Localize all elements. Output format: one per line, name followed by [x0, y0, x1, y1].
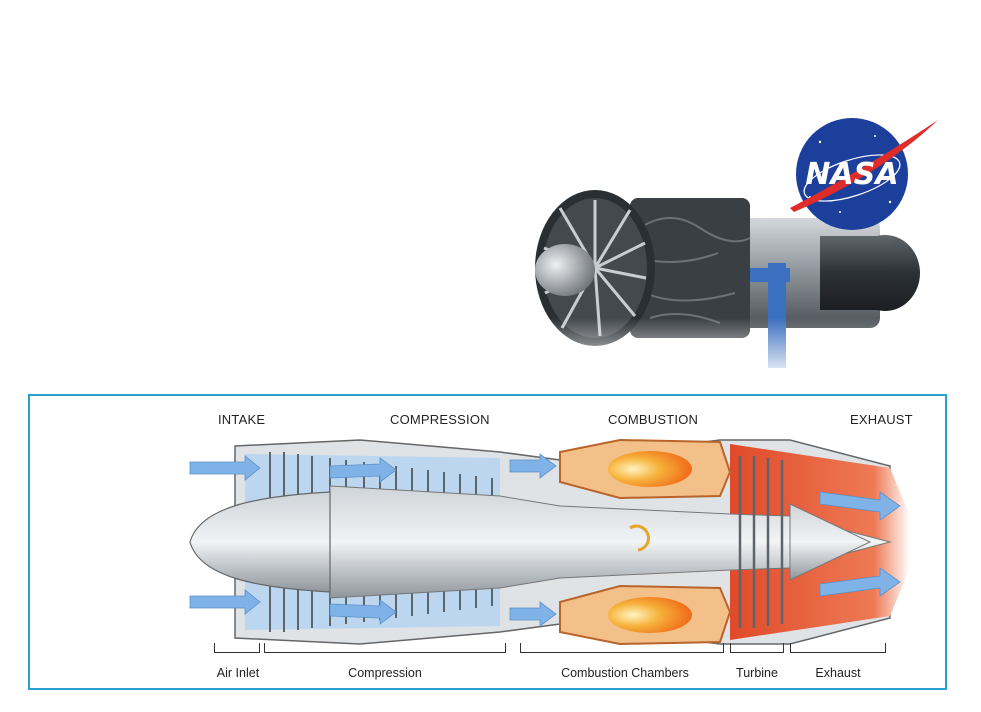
stage-label-exhaust: EXHAUST [850, 412, 913, 427]
bracket-exhaust [790, 643, 886, 653]
stage-label-intake: INTAKE [218, 412, 266, 427]
engine-photo [520, 190, 940, 380]
bracket-turbine [730, 643, 784, 653]
bracket-combustion-chambers [520, 643, 724, 653]
section-label-exhaust: Exhaust [815, 666, 861, 680]
section-label-combustion-chambers: Combustion Chambers [561, 666, 689, 680]
bracket-compression [264, 643, 506, 653]
logo-swoosh [790, 120, 938, 212]
engine-cutaway-diagram [189, 438, 910, 646]
nasa-logo: NASA [790, 118, 938, 230]
stage-label-combustion: COMBUSTION [608, 412, 699, 427]
section-label-air-inlet: Air Inlet [216, 666, 260, 680]
exhaust-cone [789, 503, 872, 581]
bracket-air-inlet [214, 643, 260, 653]
logo-wordmark: NASA [805, 157, 898, 192]
section-label-turbine: Turbine [736, 666, 778, 680]
engine-diagram-frame: INTAKE COMPRESSION COMBUSTION EXHAUST Ai… [28, 394, 947, 690]
stage-label-compression: COMPRESSION [390, 412, 490, 427]
section-label-compression: Compression [348, 666, 422, 680]
airflow-arrows [189, 453, 901, 627]
spinner-cone [189, 491, 331, 593]
turbine-blades [738, 456, 784, 628]
combustion-chambers [559, 438, 732, 646]
rotation-arrow [629, 524, 650, 552]
